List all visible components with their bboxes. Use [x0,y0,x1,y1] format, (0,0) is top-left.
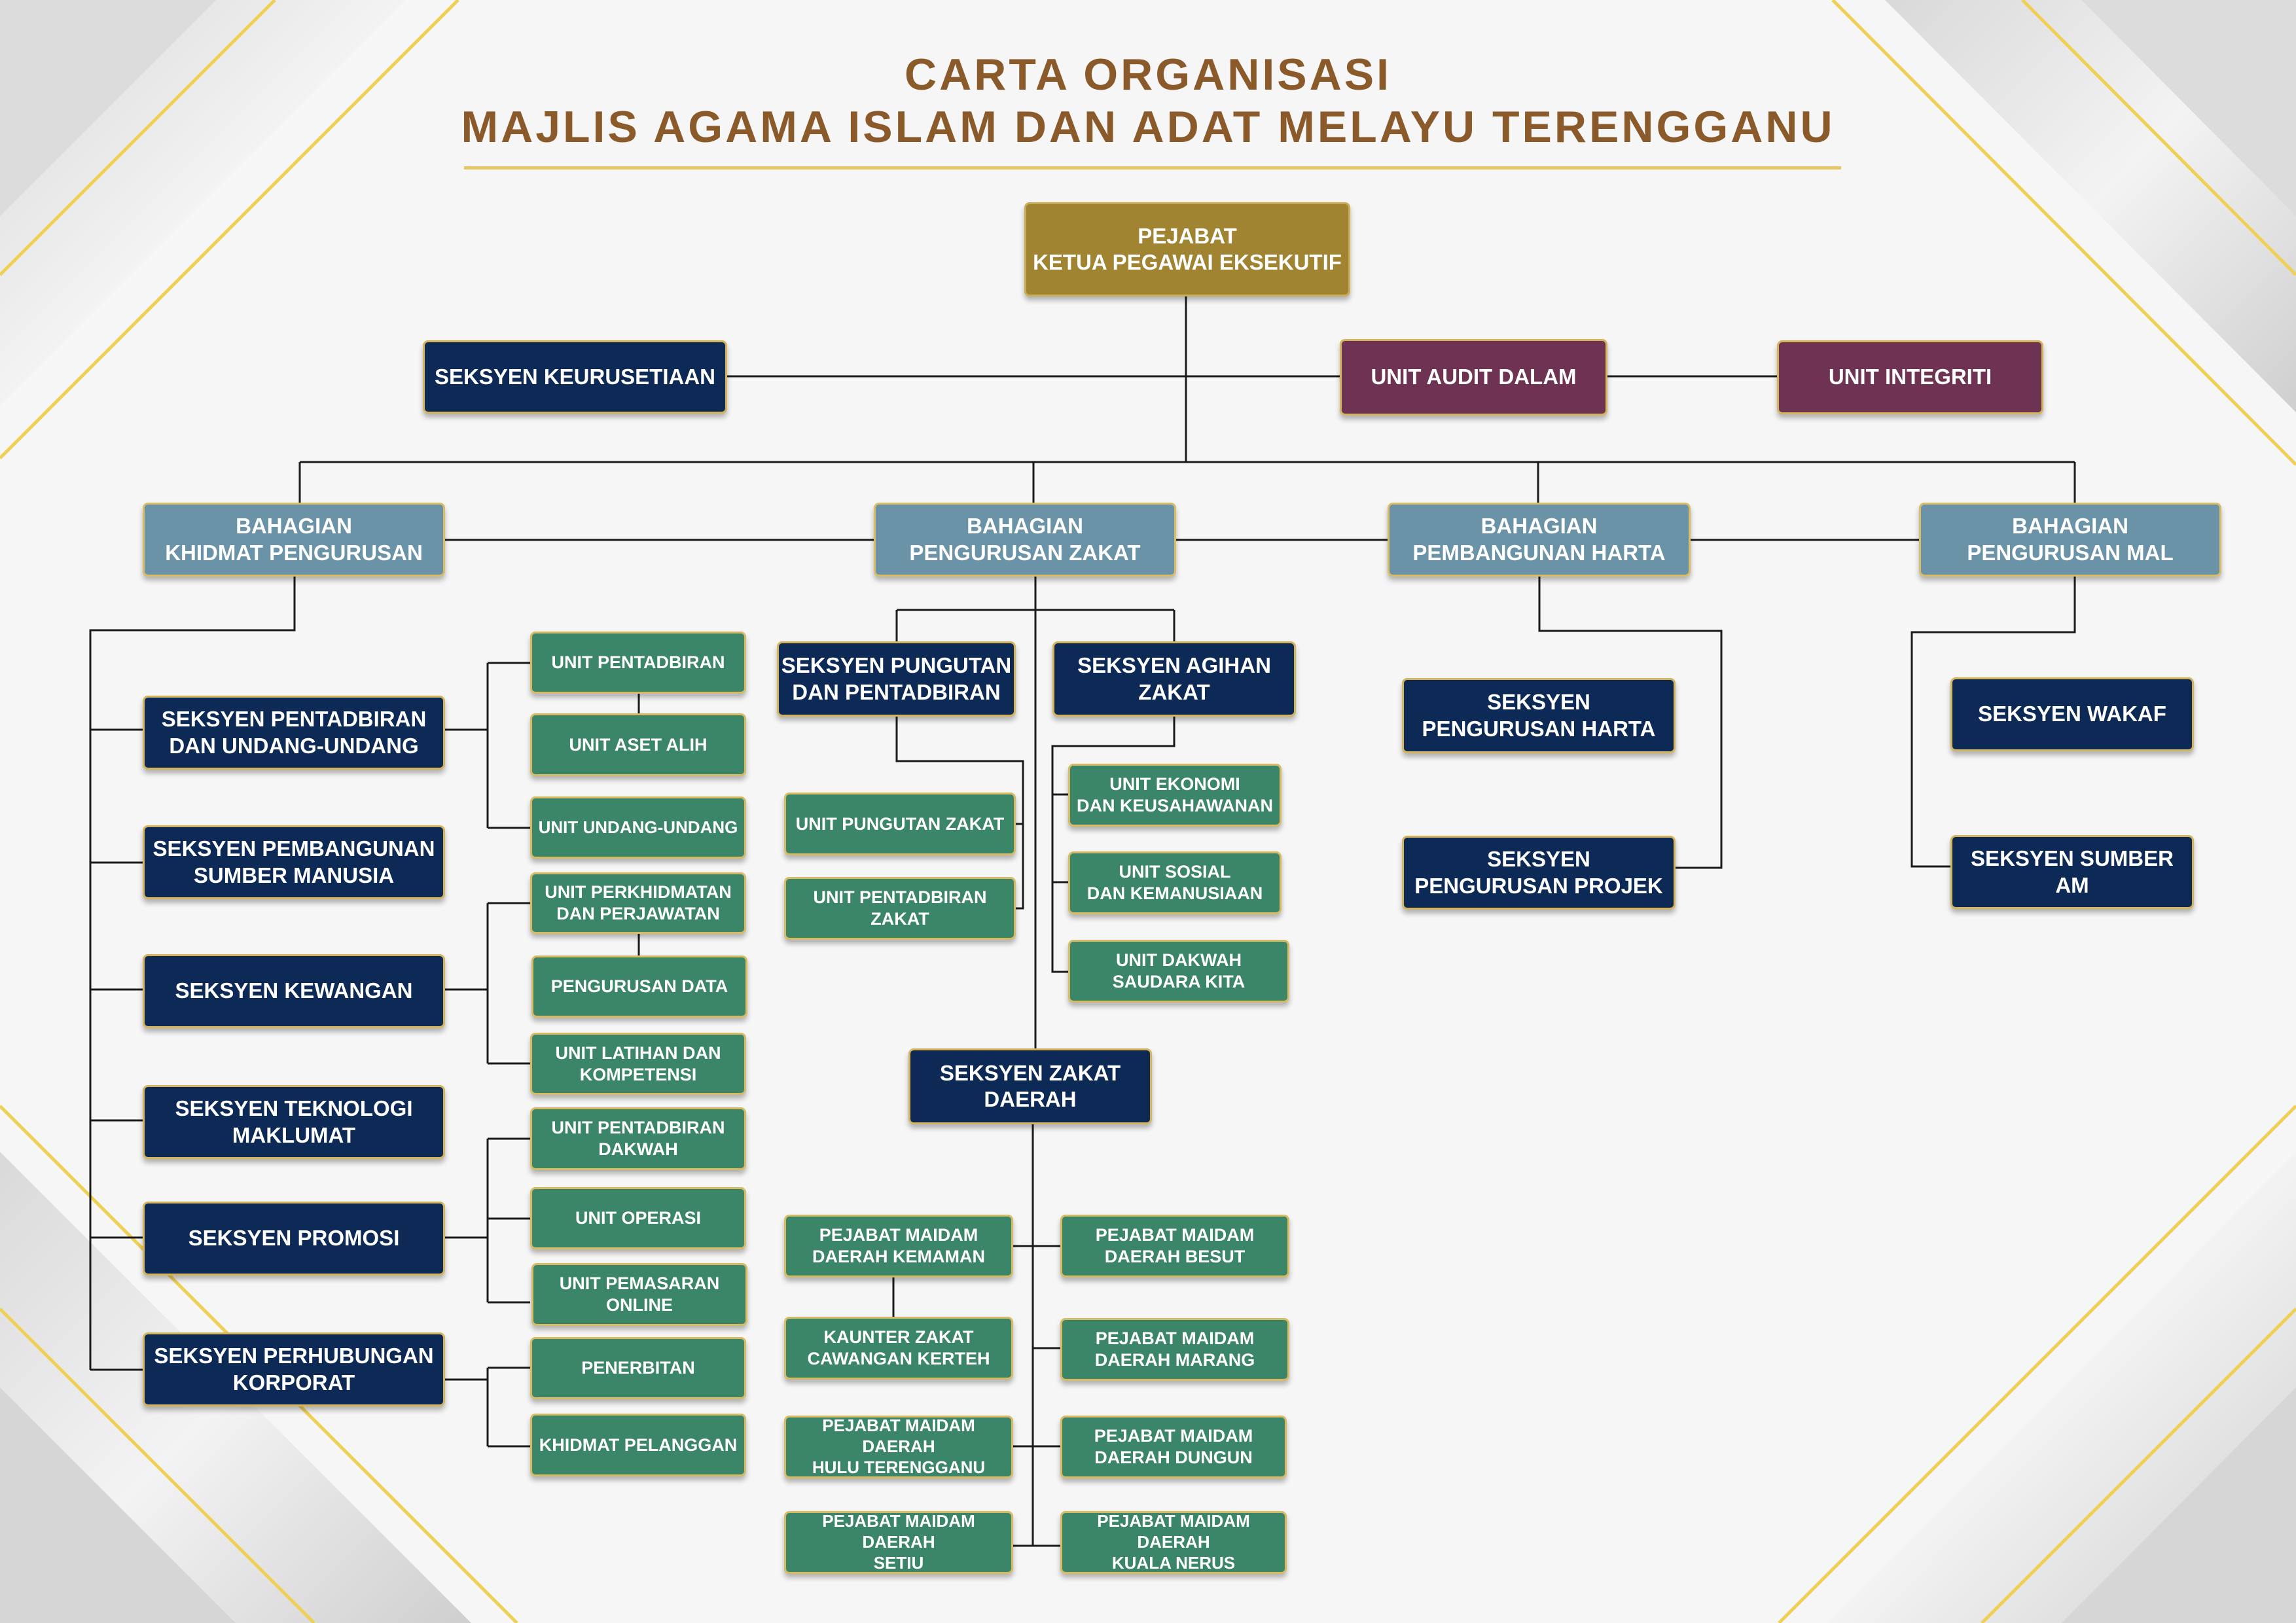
title-underline [464,166,1841,169]
node-seksyen-keurusetiaan: SEKSYEN KEURUSETIAAN [423,340,727,414]
node-pejabat-daerah-dungun: PEJABAT MAIDAM DAERAH DUNGUN [1060,1416,1287,1478]
node-unit-pemasaran-online: UNIT PEMASARAN ONLINE [531,1263,747,1326]
node-pejabat-daerah-kemaman: PEJABAT MAIDAM DAERAH KEMAMAN [784,1215,1013,1277]
node-seksyen-perhubungan-korporat: SEKSYEN PERHUBUNGAN KORPORAT [143,1332,445,1406]
node-ceo: PEJABAT KETUA PEGAWAI EKSEKUTIF [1024,202,1350,296]
node-pejabat-daerah-kuala-nerus: PEJABAT MAIDAM DAERAH KUALA NERUS [1060,1511,1287,1574]
node-unit-aset-alih: UNIT ASET ALIH [530,713,746,776]
node-seksyen-zakat-daerah: SEKSYEN ZAKAT DAERAH [908,1048,1152,1124]
page-subtitle: MAJLIS AGAMA ISLAM DAN ADAT MELAYU TEREN… [461,102,1835,152]
node-penerbitan: PENERBITAN [530,1337,746,1399]
node-seksyen-promosi: SEKSYEN PROMOSI [143,1202,445,1275]
node-seksyen-pengurusan-harta: SEKSYEN PENGURUSAN HARTA [1402,678,1676,753]
node-bahagian-khidmat-pengurusan: BAHAGIAN KHIDMAT PENGURUSAN [143,503,445,577]
node-seksyen-agihan-zakat: SEKSYEN AGIHAN ZAKAT [1052,641,1296,717]
node-pejabat-daerah-setiu: PEJABAT MAIDAM DAERAH SETIU [784,1511,1013,1574]
node-seksyen-wakaf: SEKSYEN WAKAF [1950,677,2194,751]
node-seksyen-pentadbiran-undang-undang: SEKSYEN PENTADBIRAN DAN UNDANG-UNDANG [143,696,445,770]
node-pengurusan-data: PENGURUSAN DATA [531,955,747,1018]
node-unit-audit-dalam: UNIT AUDIT DALAM [1340,339,1607,416]
node-unit-integriti: UNIT INTEGRITI [1777,340,2043,414]
node-seksyen-kewangan: SEKSYEN KEWANGAN [143,954,445,1028]
node-unit-dakwah-saudara-kita: UNIT DAKWAH SAUDARA KITA [1068,940,1289,1003]
node-seksyen-sumber-am: SEKSYEN SUMBER AM [1950,835,2194,909]
node-bahagian-pembangunan-harta: BAHAGIAN PEMBANGUNAN HARTA [1388,503,1691,577]
node-seksyen-teknologi-maklumat: SEKSYEN TEKNOLOGI MAKLUMAT [143,1085,445,1159]
node-unit-sosial-kemanusiaan: UNIT SOSIAL DAN KEMANUSIAAN [1068,851,1282,914]
node-unit-latihan-kompetensi: UNIT LATIHAN DAN KOMPETENSI [530,1033,746,1095]
node-pejabat-daerah-marang: PEJABAT MAIDAM DAERAH MARANG [1060,1318,1289,1381]
node-unit-pungutan-zakat: UNIT PUNGUTAN ZAKAT [784,793,1016,855]
node-kaunter-zakat-kerteh: KAUNTER ZAKAT CAWANGAN KERTEH [784,1317,1013,1380]
node-pejabat-daerah-besut: PEJABAT MAIDAM DAERAH BESUT [1060,1215,1289,1277]
node-khidmat-pelanggan: KHIDMAT PELANGGAN [530,1414,746,1476]
page-title: CARTA ORGANISASI [905,50,1391,99]
node-seksyen-pembangunan-sumber-manusia: SEKSYEN PEMBANGUNAN SUMBER MANUSIA [143,825,445,899]
node-bahagian-pengurusan-mal: BAHAGIAN PENGURUSAN MAL [1919,503,2221,577]
node-unit-pentadbiran-dakwah: UNIT PENTADBIRAN DAKWAH [530,1107,746,1170]
node-bahagian-pengurusan-zakat: BAHAGIAN PENGURUSAN ZAKAT [874,503,1176,577]
node-seksyen-pengurusan-projek: SEKSYEN PENGURUSAN PROJEK [1402,836,1676,910]
node-unit-pentadbiran-zakat: UNIT PENTADBIRAN ZAKAT [784,877,1016,940]
node-unit-undang-undang: UNIT UNDANG-UNDANG [530,796,746,859]
node-seksyen-pungutan-pentadbiran: SEKSYEN PUNGUTAN DAN PENTADBIRAN [777,641,1016,717]
node-unit-operasi: UNIT OPERASI [530,1187,746,1249]
node-pejabat-daerah-hulu-terengganu: PEJABAT MAIDAM DAERAH HULU TERENGGANU [784,1416,1013,1478]
node-unit-pentadbiran: UNIT PENTADBIRAN [530,632,746,694]
node-unit-perkhidmatan-perjawatan: UNIT PERKHIDMATAN DAN PERJAWATAN [530,872,746,934]
node-unit-ekonomi-keusahawanan: UNIT EKONOMI DAN KEUSAHAWANAN [1068,764,1282,827]
